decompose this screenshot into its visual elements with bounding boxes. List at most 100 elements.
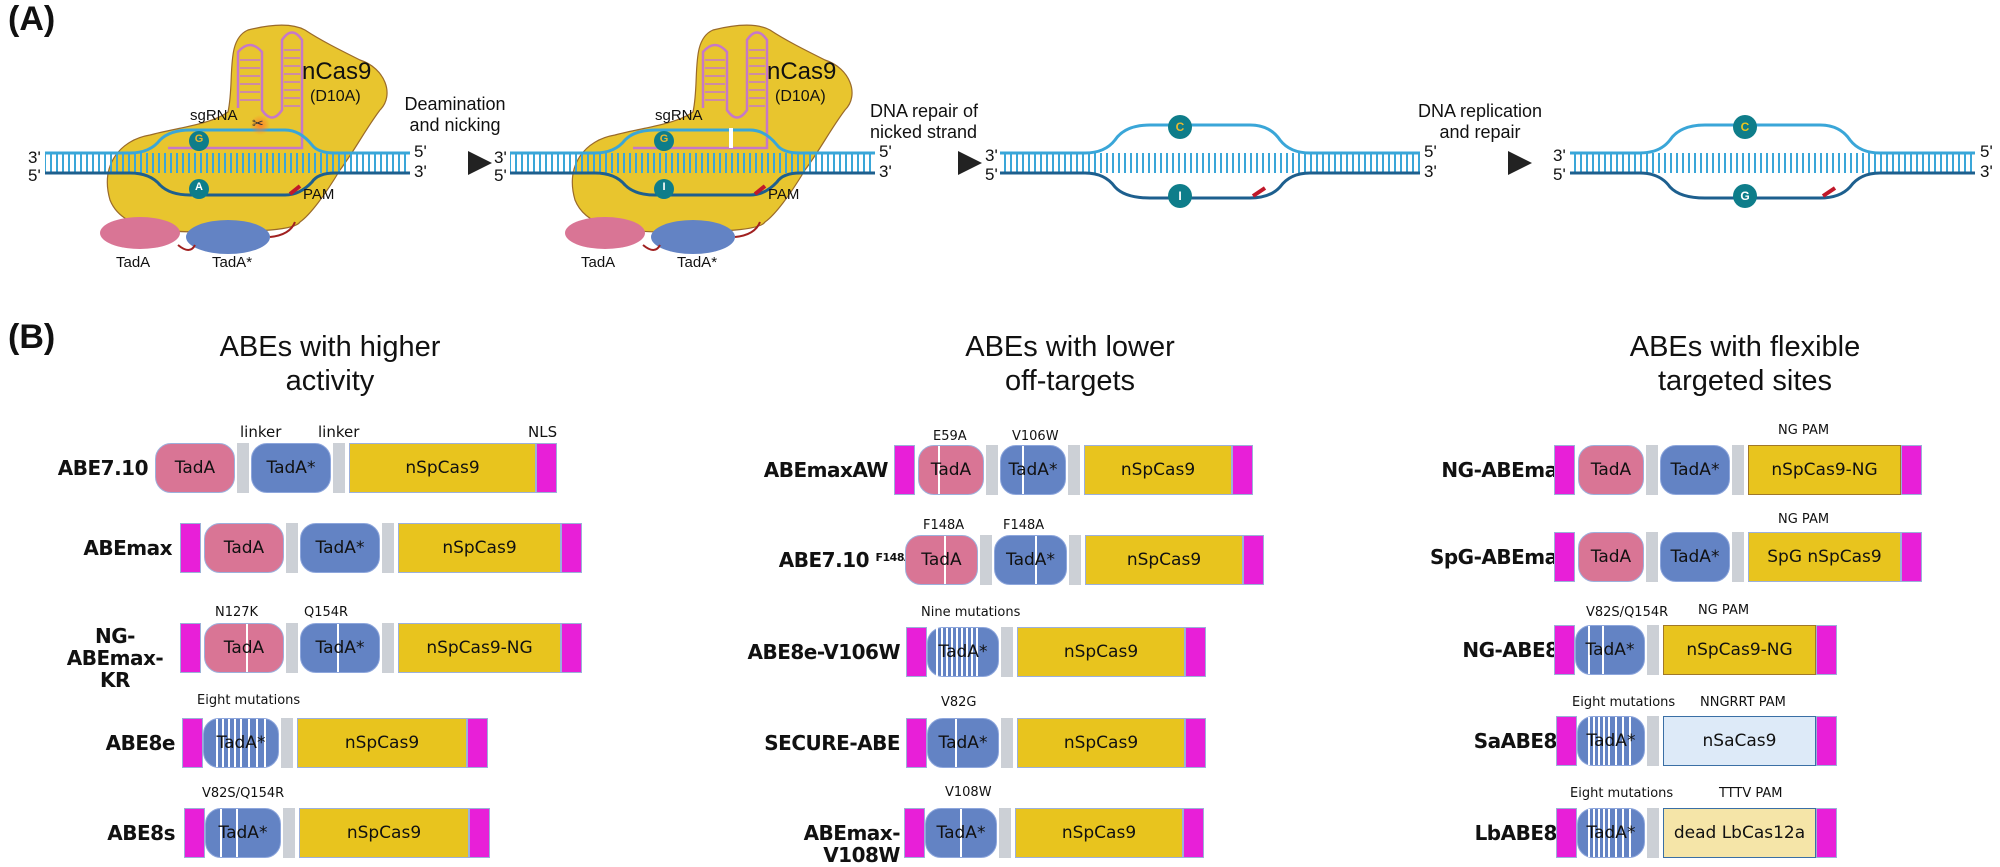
linker-segment	[286, 623, 298, 673]
nls-segment	[904, 808, 925, 858]
mutation-mark	[1602, 626, 1604, 674]
linker-segment	[283, 808, 295, 858]
arrow2-label: DNA repair of nicked strand	[870, 101, 1000, 143]
domain-label: nSpCas9-NG	[1771, 460, 1878, 480]
stage2-left-top: 3'	[494, 148, 507, 167]
mutation-mark	[976, 628, 978, 676]
stage2-pam-label: PAM	[768, 186, 800, 203]
arrow2-line2: nicked strand	[870, 122, 978, 142]
linker-segment	[999, 808, 1011, 858]
linker-segment	[237, 443, 249, 493]
arrow1-line1: Deamination	[404, 94, 506, 114]
domain-label: TadA*	[1585, 640, 1635, 660]
stage1-bottom-base	[189, 179, 209, 199]
construct-name-secure-abe: SECURE-ABE	[764, 731, 900, 755]
stage4-right-bottom: 3'	[1980, 162, 1993, 181]
stage3-left-top: 3'	[985, 146, 998, 165]
stage1-sgrna-label: sgRNA	[190, 107, 238, 124]
tadastar-domain: TadA*	[927, 718, 999, 768]
tadastar-domain: TadA*	[203, 718, 279, 768]
tada-protein	[100, 217, 180, 249]
stage1-tada-label: TadA	[116, 254, 151, 271]
linker-segment	[1001, 627, 1013, 677]
stage4-bottom-base-letter: G	[1740, 189, 1750, 203]
cas-domain: nSpCas9-NG	[398, 623, 561, 673]
stage2-tada-label: TadA	[581, 254, 616, 271]
domain-label: nSpCas9	[1063, 642, 1139, 662]
mutation-mark	[1598, 717, 1600, 765]
domain-label: SpG nSpCas9	[1767, 547, 1882, 567]
mutation-mark	[1588, 809, 1590, 857]
stage1-protein-sub: (D10A)	[310, 88, 361, 105]
domain-label: TadA*	[1586, 823, 1636, 843]
domain-label: TadA*	[1670, 460, 1720, 480]
cas-domain: nSaCas9	[1663, 716, 1816, 766]
mutation-mark	[1629, 717, 1631, 765]
mutation-mark	[248, 719, 250, 767]
tadastar-domain: TadA*	[925, 808, 997, 858]
construct-abe7-10: TadA TadA* nSpCas9	[155, 443, 557, 493]
mutation-label-v106w: V106W	[1012, 429, 1059, 444]
cas-domain: nSpCas9-NG	[1663, 625, 1816, 675]
linker2-annotation: linker	[318, 423, 360, 441]
name-main: ABE7.10	[778, 548, 870, 572]
stage1-protein-name: nCas9	[302, 58, 372, 85]
linker-segment	[382, 623, 394, 673]
linker-segment	[1732, 532, 1744, 582]
nls-segment	[180, 523, 201, 573]
tada-domain: TadA	[1578, 445, 1644, 495]
domain-label: nSpCas9	[344, 733, 420, 753]
construct-name-ng-abemax: NG-ABEmax	[1441, 458, 1570, 482]
column3-title-line2: targeted sites	[1657, 365, 1833, 397]
nls-segment	[1901, 532, 1922, 582]
mutation-mark	[955, 719, 957, 767]
stage1-top-base	[189, 131, 209, 151]
stage3-right-top: 5'	[1424, 142, 1437, 161]
cas-domain: dead LbCas12a	[1663, 808, 1816, 858]
domain-label: TadA*	[936, 823, 986, 843]
tada-domain: TadA	[1578, 532, 1644, 582]
stage1-tadastar-label: TadA*	[212, 254, 253, 271]
construct-name-lbabe8e: LbABE8e	[1474, 821, 1571, 845]
linker-segment	[1069, 535, 1081, 585]
stage1-top-base-letter: G	[194, 133, 204, 145]
arrow1-label: Deamination and nicking	[400, 94, 510, 136]
nls-segment	[184, 808, 205, 858]
mutation-mark	[951, 628, 953, 676]
linker-segment	[333, 443, 345, 493]
tadastar-domain: TadA*	[1000, 445, 1066, 495]
tada-domain: TadA	[204, 623, 284, 673]
linker-segment	[1647, 808, 1659, 858]
construct-name-ng-abe8s: NG-ABE8s	[1462, 638, 1570, 662]
mutation-mark	[222, 719, 224, 767]
domain-label: TadA*	[315, 538, 365, 558]
stage4-right-top: 5'	[1980, 142, 1993, 161]
stage2-bottom-base	[654, 179, 674, 199]
linker1-annotation: linker	[240, 423, 282, 441]
mutation-mark	[1588, 626, 1590, 674]
stage1-left-top: 3'	[28, 148, 41, 167]
arrow2-line1: DNA repair of	[870, 101, 979, 121]
construct-ng-abemax-kr: TadA TadA* nSpCas9-NG	[180, 623, 582, 673]
domain-label: TadA	[930, 460, 972, 480]
arrow3-line1: DNA replication	[1417, 101, 1543, 121]
construct-name-spg-abemax: SpG-ABEmax	[1429, 545, 1571, 569]
domain-label: TadA	[223, 538, 265, 558]
domain-label: TadA*	[1006, 550, 1055, 570]
tadastar-domain: TadA*	[300, 523, 380, 573]
tadastar-domain: TadA*	[1575, 625, 1645, 675]
tadastar-domain: TadA*	[1660, 532, 1730, 582]
nls-segment	[180, 623, 201, 673]
construct-ng-abe8s: TadA* nSpCas9-NG	[1554, 625, 1837, 675]
stage4-dna	[1570, 115, 1975, 208]
pam-label-ng-abe8s: NG PAM	[1698, 603, 1750, 618]
cas-domain: nSpCas9	[297, 718, 467, 768]
domain-label: TadA*	[938, 733, 988, 753]
mutation-mark	[1603, 717, 1605, 765]
stage3-dna	[1000, 115, 1420, 208]
construct-saabe8e: TadA* nSaCas9	[1556, 716, 1837, 766]
stage4-bottom-base	[1733, 184, 1757, 208]
domain-label: nSaCas9	[1702, 731, 1777, 751]
domain-label: nSpCas9	[1126, 550, 1202, 570]
mutation-mark	[971, 628, 973, 676]
